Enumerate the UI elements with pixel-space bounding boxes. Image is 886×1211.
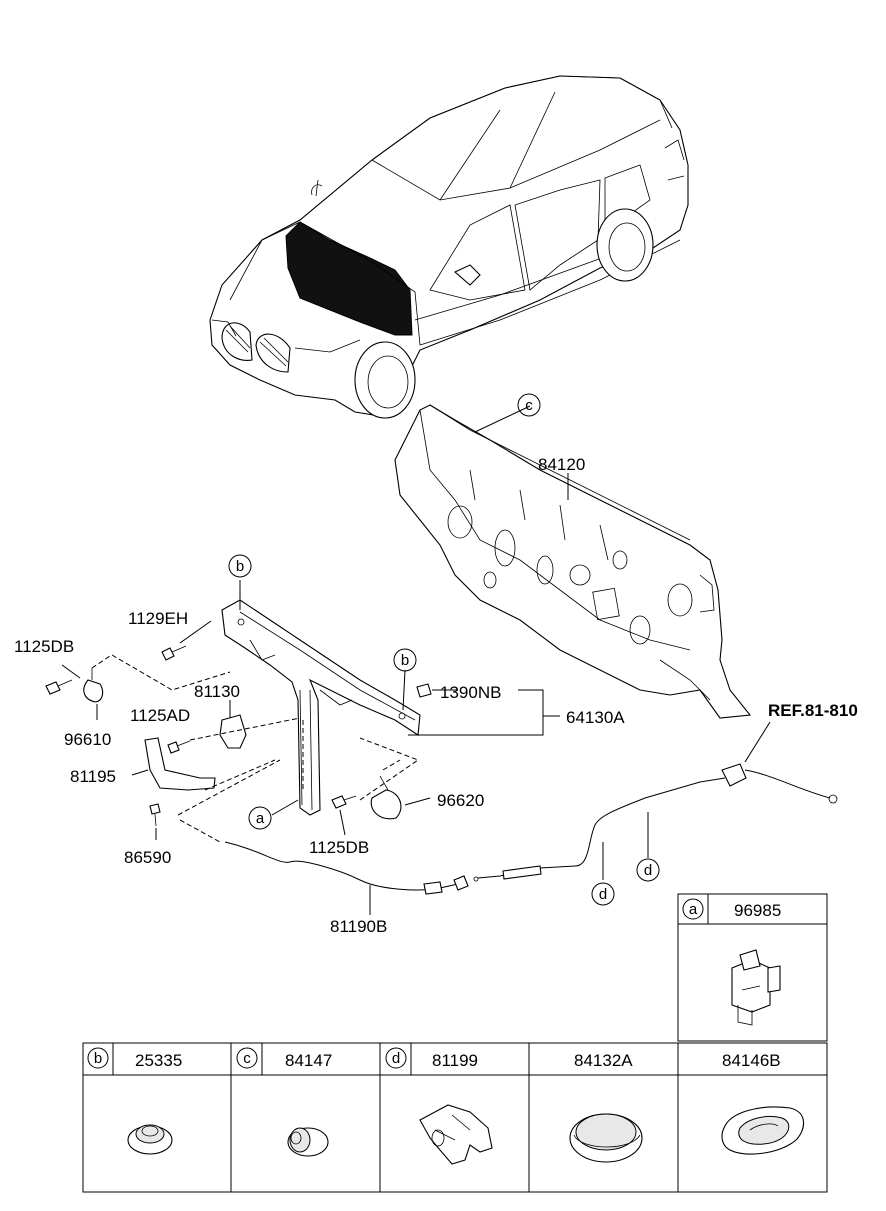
callout-circles: c b b a d d — [228, 393, 660, 906]
callout-b-left-circle — [228, 554, 252, 578]
callout-b-right-text: b — [401, 652, 409, 669]
table-d-part: 81199 — [432, 1051, 478, 1070]
callout-d-right-circle — [636, 858, 660, 882]
table-84146B-part: 84146B — [722, 1051, 781, 1070]
callout-a-text: a — [256, 810, 265, 827]
label-1390NB: 1390NB — [440, 683, 501, 702]
small-parts — [45, 645, 432, 827]
label-1125AD: 1125AD — [130, 706, 190, 725]
table-d-letter: d — [392, 1050, 400, 1067]
label-96610: 96610 — [64, 730, 111, 749]
callout-b-left-text: b — [236, 558, 244, 575]
callout-d-left-text: d — [599, 886, 607, 903]
part-84147-drawing — [287, 1127, 329, 1157]
table-84132A-part: 84132A — [574, 1051, 633, 1070]
callout-c-circle — [517, 393, 541, 417]
label-1129EH: 1129EH — [128, 609, 188, 628]
label-84120: 84120 — [538, 455, 585, 474]
label-81130: 81130 — [194, 682, 240, 701]
label-81195: 81195 — [70, 767, 116, 786]
part-84146B-drawing — [721, 1106, 805, 1155]
radiator-support-64130A — [221, 599, 421, 816]
ref-label: REF.81-810 — [768, 701, 858, 720]
label-86590: 86590 — [124, 848, 171, 867]
table-a: a 96985 — [677, 893, 828, 1042]
callout-d-right-text: d — [644, 862, 652, 879]
label-1125DB-left: 1125DB — [14, 637, 74, 656]
table-c-part: 84147 — [285, 1051, 332, 1070]
table-a-letter: a — [689, 901, 698, 918]
dash-panel-84120 — [394, 404, 752, 719]
part-81199-drawing — [419, 1104, 493, 1165]
label-64130A: 64130A — [566, 708, 625, 727]
callout-a-circle — [248, 806, 272, 830]
table-a-part: 96985 — [734, 901, 781, 920]
part-labels: 84120 1129EH 1125DB 81130 1390NB 64130A … — [14, 455, 858, 936]
table-b-part: 25335 — [135, 1051, 182, 1070]
table-c-letter: c — [243, 1050, 251, 1067]
bottom-table: b 25335 c 84147 d 81199 84132A 84146B — [82, 1042, 828, 1193]
part-84132A-drawing — [569, 1113, 643, 1163]
label-96620: 96620 — [437, 791, 484, 810]
label-81190B: 81190B — [330, 917, 387, 936]
leader-lines — [61, 405, 771, 915]
release-cable — [224, 763, 838, 895]
callout-b-right-circle — [393, 648, 417, 672]
part-96985-drawing — [731, 949, 781, 1026]
car-illustration — [209, 75, 689, 419]
table-b-letter: b — [94, 1050, 102, 1067]
dashed-lines — [91, 654, 420, 843]
callout-c-text: c — [525, 397, 533, 414]
label-1125DB-bottom: 1125DB — [309, 838, 369, 857]
callout-d-left-circle — [591, 882, 615, 906]
part-25335-drawing — [127, 1124, 173, 1155]
